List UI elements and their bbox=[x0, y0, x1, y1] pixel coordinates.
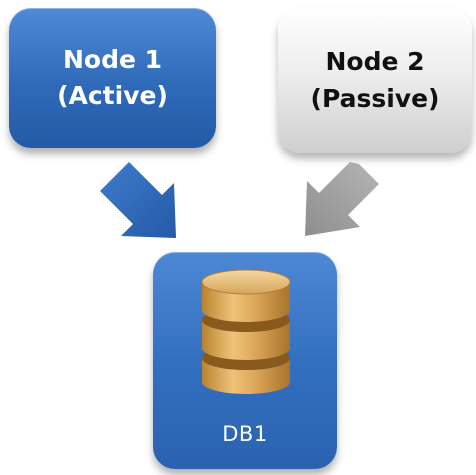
node-2-status: (Passive) bbox=[310, 83, 440, 113]
database-label: DB1 bbox=[222, 422, 268, 446]
node-2-title: Node 2 bbox=[325, 47, 425, 77]
node-1-title: Node 1 bbox=[62, 44, 163, 74]
database-cylinder-icon bbox=[201, 269, 291, 394]
arrow-node1-to-db bbox=[100, 162, 176, 238]
node-1-active: Node 1 (Active) bbox=[9, 8, 216, 148]
node-2-passive: Node 2 (Passive) bbox=[278, 8, 472, 153]
database-db1: DB1 bbox=[153, 252, 337, 469]
arrow-node2-to-db bbox=[305, 162, 379, 236]
node-1-status: (Active) bbox=[57, 81, 168, 110]
